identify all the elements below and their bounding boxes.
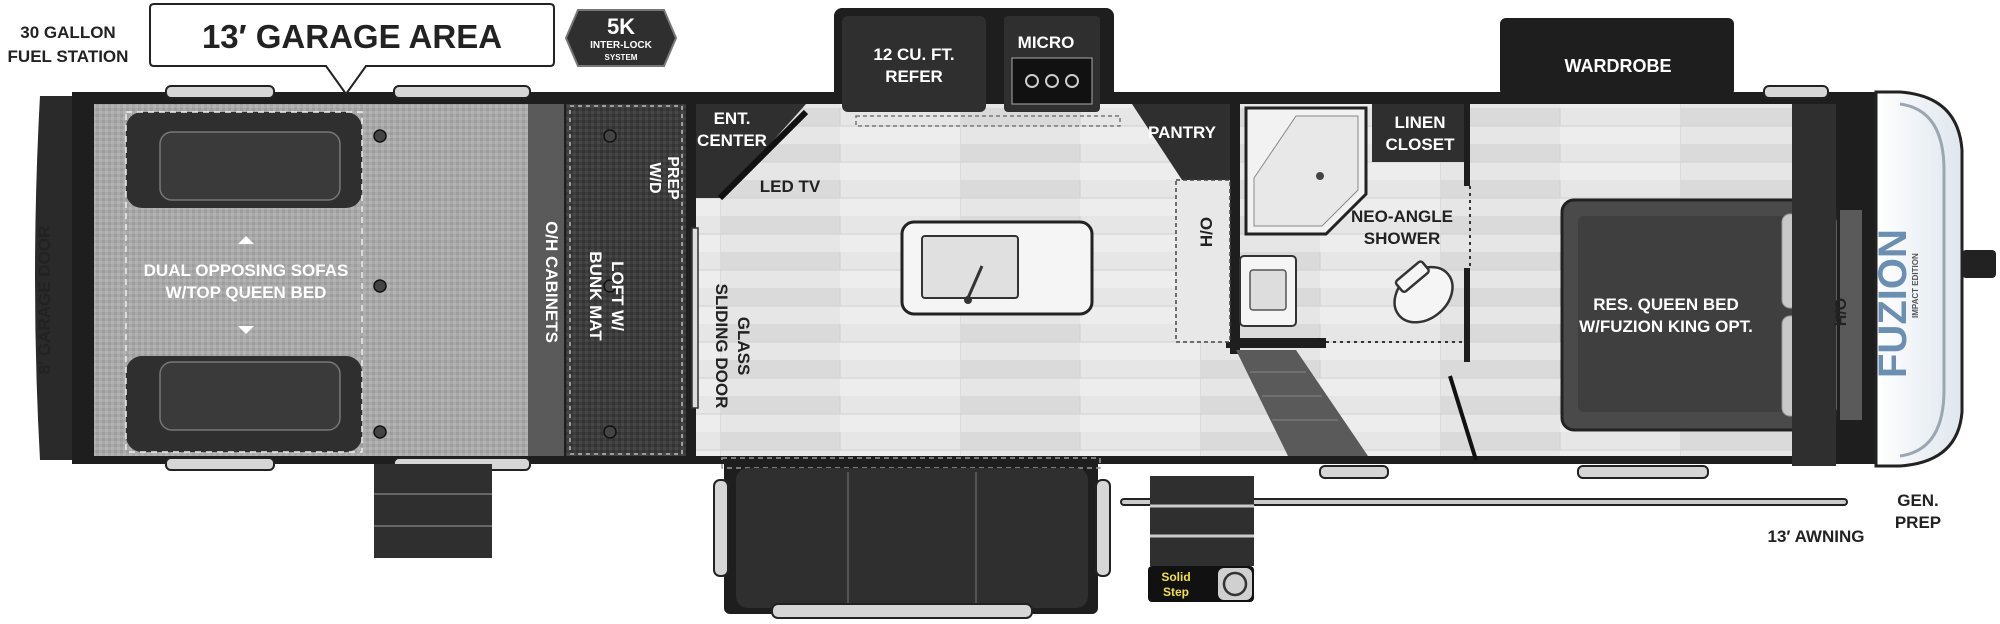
- sofa-bottom: [126, 356, 362, 452]
- label-wardrobe: WARDROBE: [1565, 56, 1672, 76]
- glass-sliding-door: [691, 227, 699, 409]
- label-linen-1: LINEN: [1395, 113, 1446, 132]
- brand-logo: FUZION IMPACT EDITION: [1871, 229, 1920, 378]
- front-cap: [1874, 90, 1964, 468]
- logo-system-text: SYSTEM: [605, 53, 638, 62]
- logo-5k-text: 5K: [607, 14, 635, 39]
- stove-burners-icon: [1025, 74, 1079, 88]
- logo-solid-text: Solid: [1161, 570, 1190, 584]
- label-refer-1: 12 CU. FT.: [873, 45, 954, 64]
- bath-hideout-cabinet: [1175, 179, 1231, 343]
- brand-name-text: FUZION: [1871, 229, 1915, 378]
- overhead-cabinets: [528, 104, 564, 456]
- entertainment-center: [696, 104, 806, 198]
- label-linen-2: CLOSET: [1386, 135, 1456, 154]
- label-shower-1: NEO-ANGLE: [1351, 207, 1453, 226]
- label-refer-2: REFER: [885, 67, 943, 86]
- entry-steps: [1150, 476, 1254, 566]
- label-micro: MICRO: [1018, 33, 1075, 52]
- arrow-down-icon: [238, 326, 254, 334]
- arrow-up-icon: [238, 236, 254, 244]
- led-tv: [717, 109, 809, 201]
- label-glass-door-1: GLASS: [734, 317, 753, 376]
- label-sofas-2: W/TOP QUEEN BED: [166, 283, 327, 302]
- bed-headboard-wall: [1792, 104, 1836, 466]
- sofa-top: [126, 112, 362, 208]
- loft-bunk-mat: [566, 104, 686, 456]
- label-ho-bath: H/O: [1197, 217, 1216, 247]
- label-wd-prep-1: W/D: [646, 162, 663, 193]
- label-garage-door: 8′ GARAGE DOOR: [35, 226, 54, 375]
- label-gen-prep-2: PREP: [1895, 513, 1941, 532]
- label-awning: 13′ AWNING: [1768, 527, 1865, 546]
- queen-bed-outline: [125, 111, 363, 453]
- lci-badge-icon: [1222, 571, 1248, 597]
- label-shower-2: SHOWER: [1364, 229, 1441, 248]
- bedroom-door: [1448, 375, 1478, 461]
- label-ho-bed: H/O: [1833, 298, 1850, 326]
- label-ent-center-2: CENTER: [697, 131, 767, 150]
- bed-hideout: [1840, 210, 1862, 420]
- label-gen-prep-1: GEN.: [1897, 491, 1939, 510]
- linen-closet: [1372, 104, 1470, 162]
- brand-edition-text: IMPACT EDITION: [1911, 253, 1920, 318]
- interlock-logo: 5K INTER-LOCK SYSTEM: [564, 9, 678, 67]
- label-sofas-1: DUAL OPPOSING SOFAS: [144, 261, 349, 280]
- pantry: [1132, 104, 1230, 180]
- label-oh-cabinets: O/H CABINETS: [542, 221, 561, 343]
- hitch-pin: [1962, 250, 1996, 278]
- faucet-icon: [966, 265, 984, 299]
- wardrobe-slideout: [1500, 18, 1734, 96]
- label-glass-door-2: SLIDING DOOR: [712, 284, 731, 409]
- label-pantry: PANTRY: [1148, 123, 1217, 142]
- garage-steps: [374, 464, 492, 558]
- sink: [921, 235, 1019, 299]
- entry-stair-well: [1236, 350, 1368, 456]
- label-fuel-station-2: FUEL STATION: [8, 47, 129, 66]
- logo-step-text: Step: [1163, 585, 1189, 599]
- label-led-tv: LED TV: [760, 177, 821, 196]
- label-wd-prep-2: PREP: [664, 156, 681, 200]
- label-bed-2: W/FUZION KING OPT.: [1579, 317, 1753, 336]
- label-ent-center-1: ENT.: [714, 109, 751, 128]
- solid-step-logo: Solid Step: [1148, 566, 1254, 602]
- rear-bumper: [35, 96, 72, 460]
- garage-area-callout: [149, 3, 555, 96]
- label-bed-1: RES. QUEEN BED: [1593, 295, 1738, 314]
- label-loft-1: LOFT W/: [608, 261, 627, 331]
- logo-interlock-text: INTER-LOCK: [590, 40, 652, 51]
- living-slideout-sofa: [713, 456, 1111, 619]
- toilet-icon: [1393, 260, 1454, 324]
- refrigerator: [842, 16, 986, 112]
- label-garage-area: 13′ GARAGE AREA: [202, 18, 502, 55]
- label-fuel-station-1: 30 GALLON: [20, 23, 115, 42]
- tie-down-bolts: [373, 129, 617, 439]
- shower-drain-icon: [1316, 172, 1324, 180]
- label-loft-2: BUNK MAT: [586, 251, 605, 341]
